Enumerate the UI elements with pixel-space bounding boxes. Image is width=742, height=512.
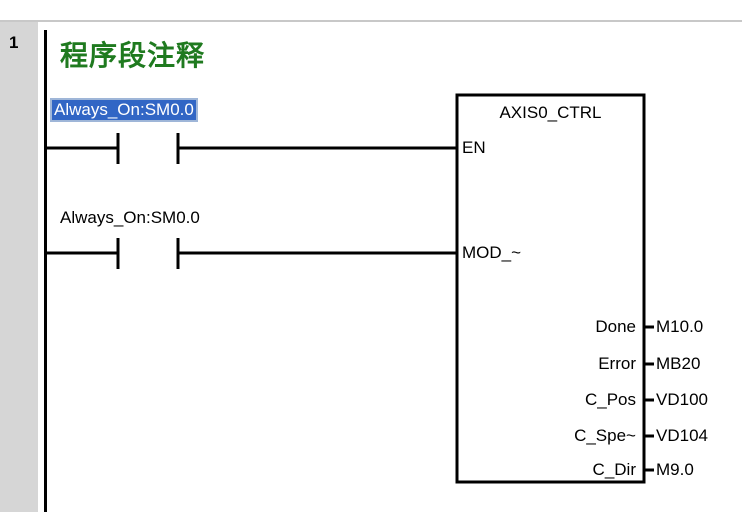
operand-c-spe[interactable]: VD104 bbox=[656, 426, 708, 445]
network-number[interactable]: 1 bbox=[9, 33, 19, 52]
input-pin-mod: MOD_~ bbox=[462, 243, 522, 262]
function-block-box[interactable] bbox=[455, 93, 646, 484]
output-pin-c-pos: C_Pos bbox=[584, 390, 636, 409]
editor-top-bar bbox=[0, 0, 742, 22]
output-pin-done: Done bbox=[595, 317, 636, 336]
operand-c-pos[interactable]: VD100 bbox=[656, 390, 708, 409]
left-power-rail bbox=[44, 30, 47, 512]
contact-2-address[interactable]: Always_On:SM0.0 bbox=[60, 208, 200, 227]
network-gutter bbox=[0, 22, 38, 512]
function-block-name[interactable]: AXIS0_CTRL bbox=[499, 103, 602, 122]
output-pin-error: Error bbox=[598, 354, 636, 373]
output-pin-c-spe: C_Spe~ bbox=[574, 426, 636, 445]
operand-error[interactable]: MB20 bbox=[656, 354, 701, 373]
operand-c-dir[interactable]: M9.0 bbox=[656, 460, 694, 479]
input-pin-en: EN bbox=[462, 138, 486, 157]
output-pin-c-dir: C_Dir bbox=[592, 460, 636, 479]
network-comment[interactable]: 程序段注释 bbox=[60, 39, 206, 72]
contact-1-address[interactable]: Always_On:SM0.0 bbox=[50, 98, 198, 122]
operand-done[interactable]: M10.0 bbox=[656, 317, 704, 336]
